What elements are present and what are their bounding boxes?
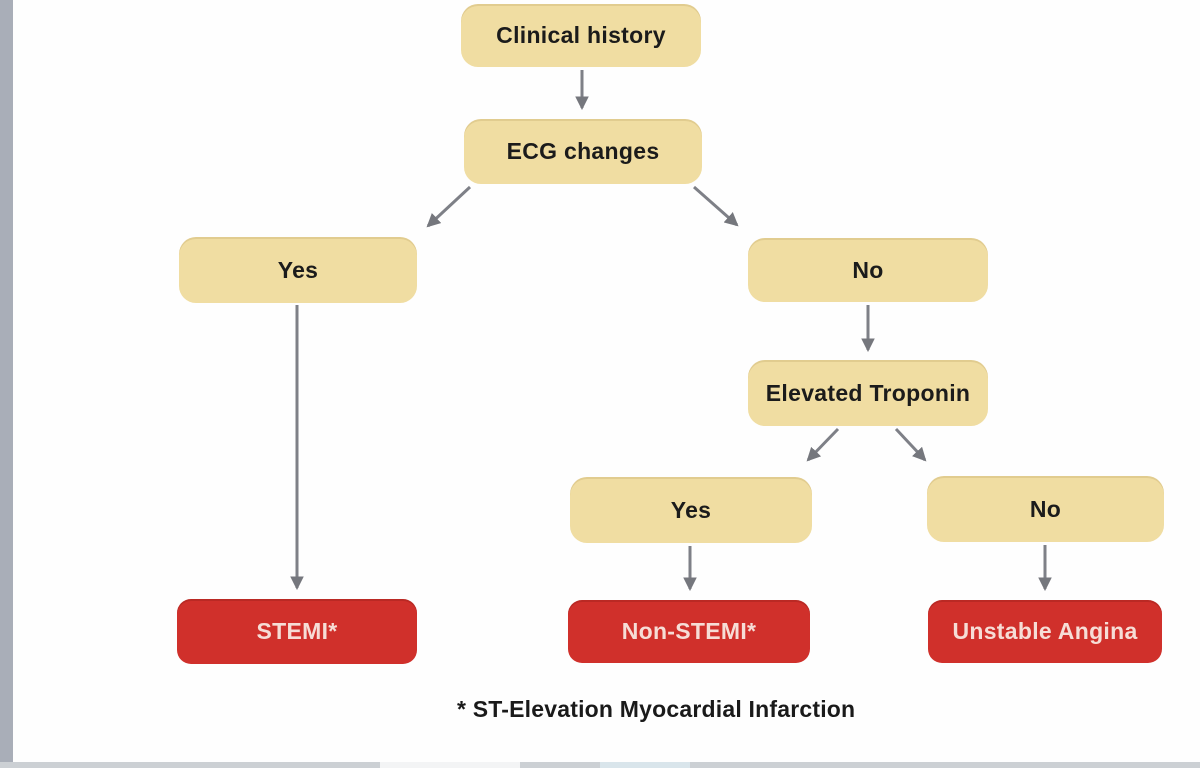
- flow-node-ecg-no: No: [748, 238, 988, 302]
- flow-node-clinical-history: Clinical history: [461, 4, 701, 67]
- flow-node-unstable-angina: Unstable Angina: [928, 600, 1162, 663]
- flow-node-troponin-yes: Yes: [570, 477, 812, 543]
- footnote-stemi-definition: * ST-Elevation Myocardial Infarction: [457, 696, 856, 722]
- flow-node-elevated-troponin: Elevated Troponin: [748, 360, 988, 426]
- flow-node-ecg-yes: Yes: [179, 237, 417, 303]
- bottom-edge-gap: [380, 762, 520, 768]
- flow-node-stemi: STEMI*: [177, 599, 417, 664]
- arrow-troponin-to-yes: [806, 427, 840, 462]
- bottom-edge-highlight: [600, 762, 690, 768]
- flow-node-non-stemi: Non-STEMI*: [568, 600, 810, 663]
- arrow-ecg-to-no: [693, 185, 739, 227]
- arrow-ecg-to-yes: [426, 185, 472, 228]
- flow-node-ecg-changes: ECG changes: [464, 119, 702, 184]
- flow-node-troponin-no: No: [927, 476, 1164, 542]
- left-gutter-bar: [0, 0, 13, 768]
- arrow-troponin-to-no: [894, 427, 927, 462]
